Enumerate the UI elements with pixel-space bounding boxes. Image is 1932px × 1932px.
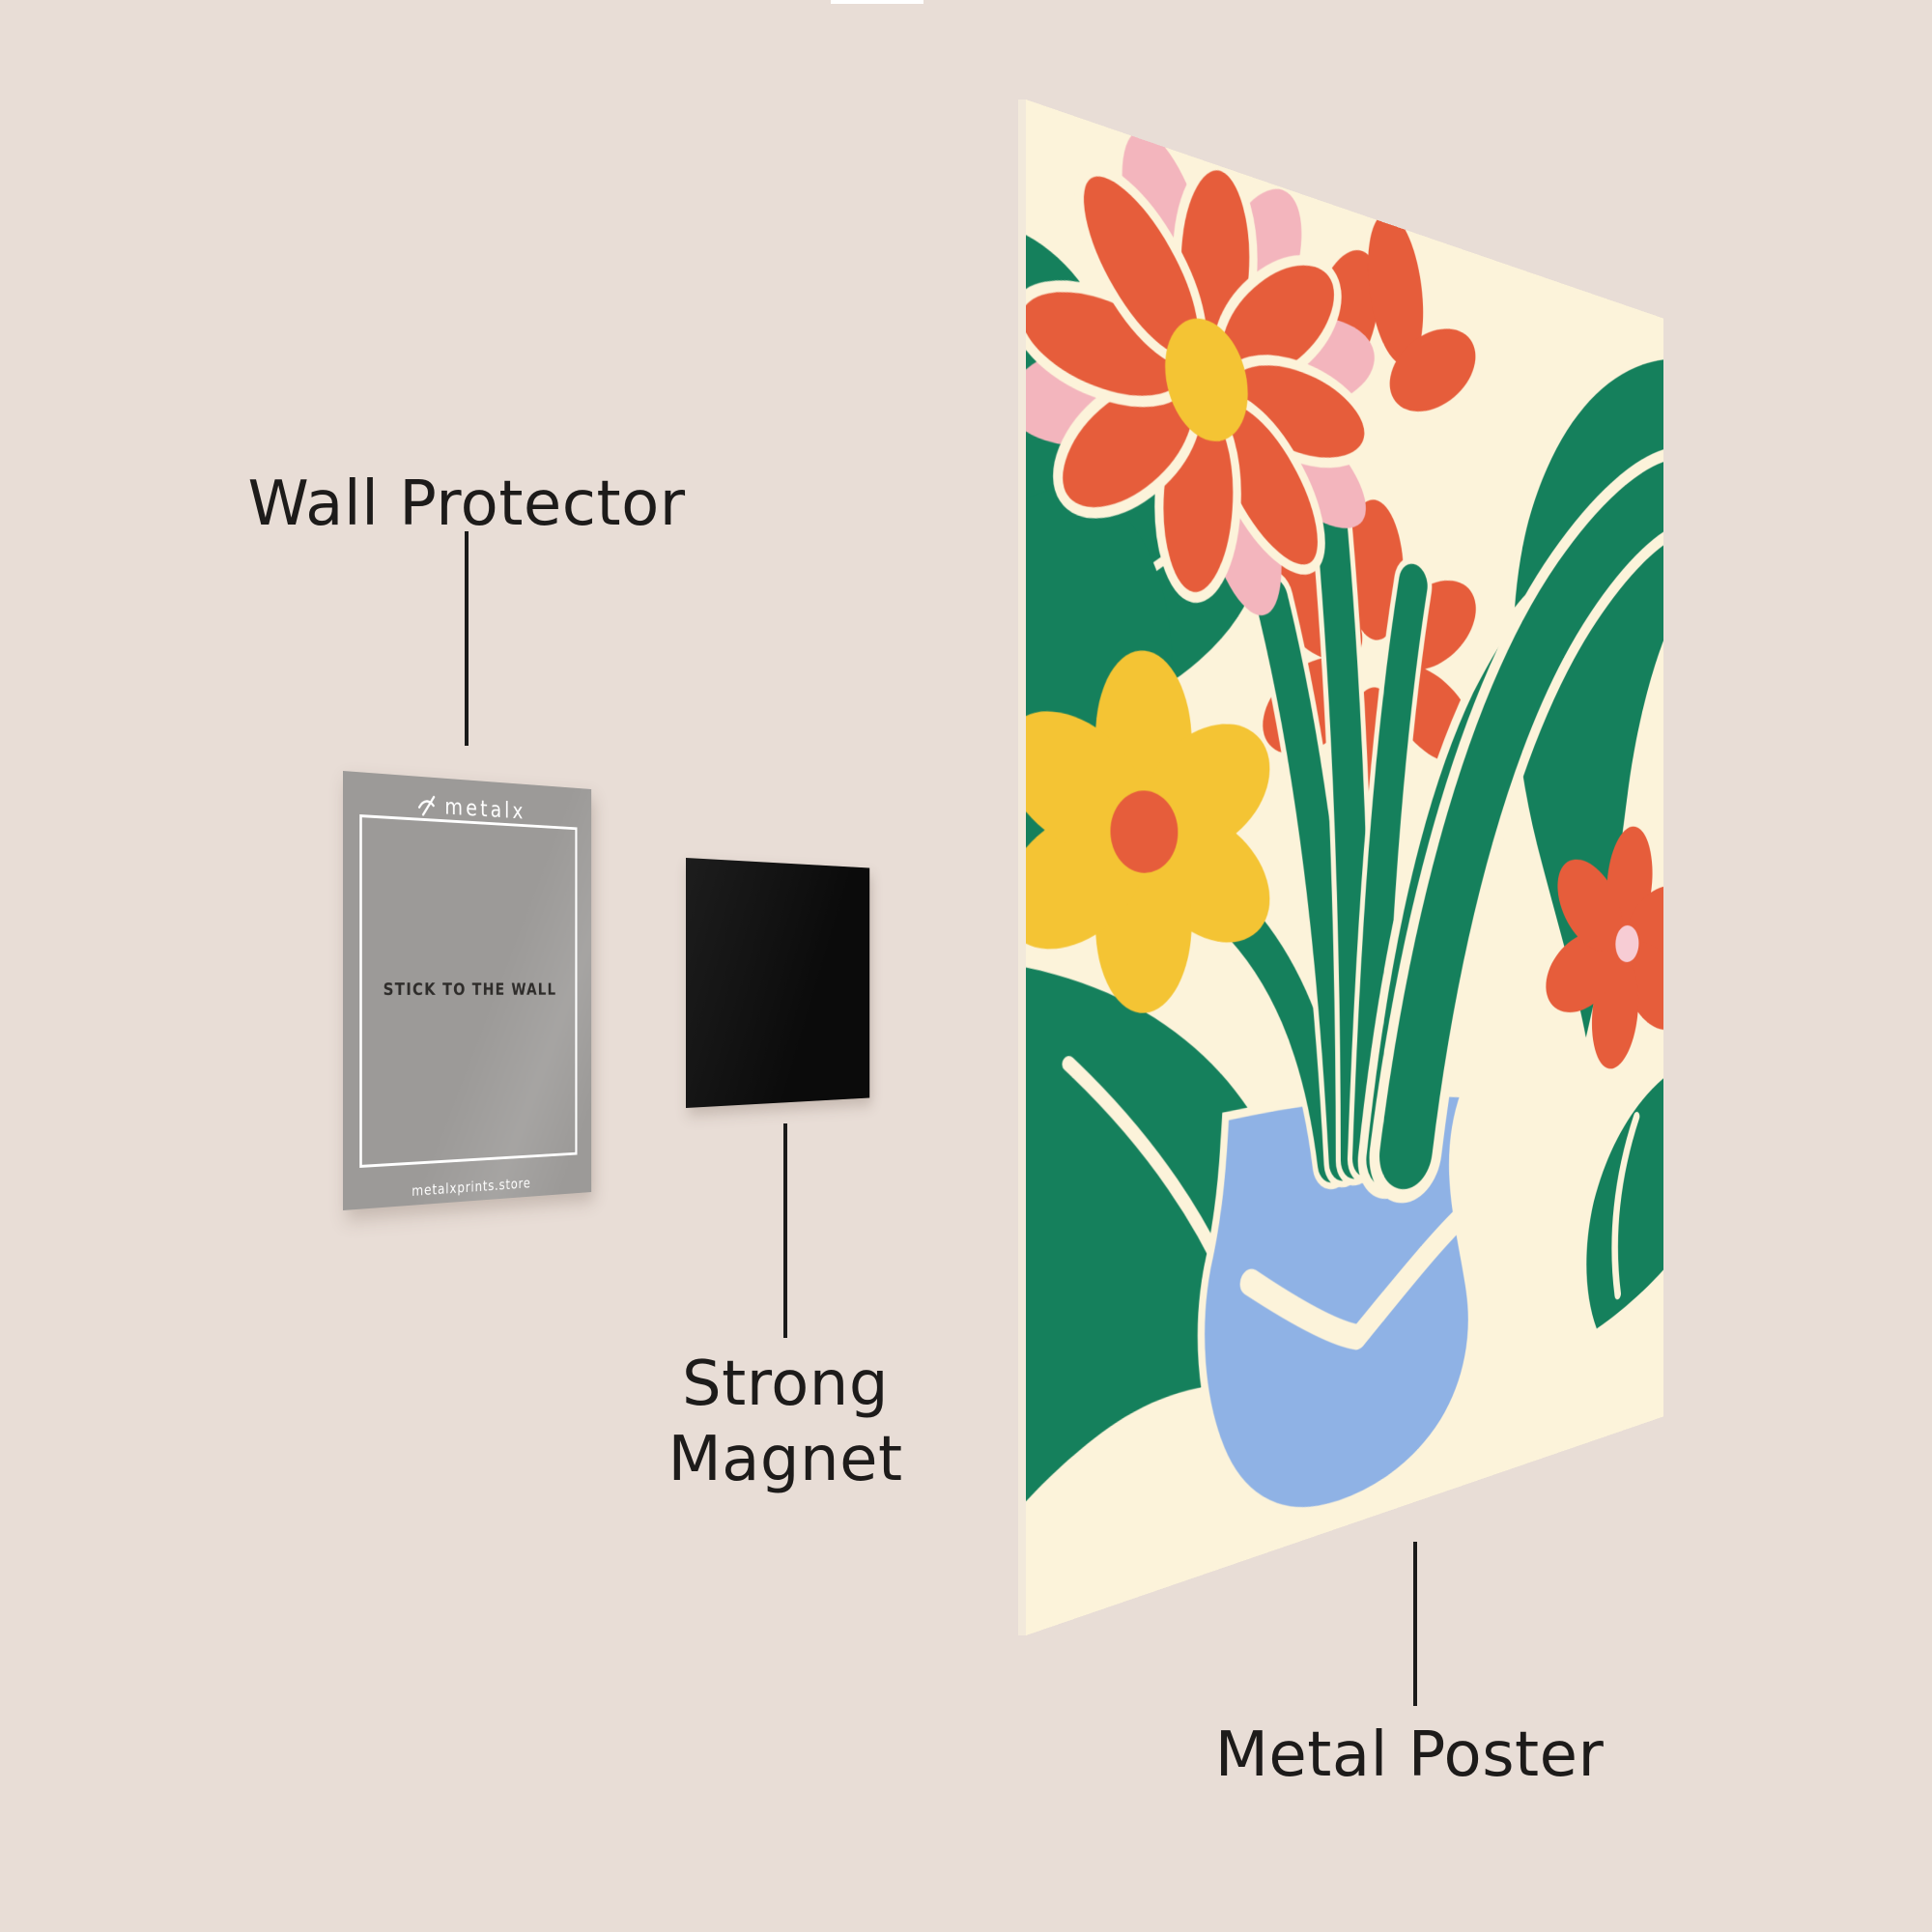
card-stick-to-wall-text: STICK TO THE WALL — [383, 980, 557, 1000]
metal-poster-label: Metal Poster — [1214, 1719, 1605, 1791]
metal-poster — [1026, 99, 1664, 1635]
wall-protector-label: Wall Protector — [247, 469, 686, 540]
wall-protector-connector-line — [465, 531, 469, 746]
strong-magnet-label-line1: Strong — [682, 1349, 889, 1420]
strong-magnet-label: Strong Magnet — [668, 1347, 902, 1497]
wall-protector-card: metalx STICK TO THE WALL metalxprints.st… — [343, 771, 592, 1210]
yellow-flower-center — [1110, 789, 1179, 873]
blue-vase — [1201, 1082, 1470, 1550]
metalx-logo-icon — [417, 792, 438, 818]
bottom-left-leaf — [1026, 951, 1341, 1513]
poster-side-edge — [1018, 99, 1027, 1635]
orange-petals — [1026, 99, 1371, 624]
big-orange-flower — [1026, 99, 1383, 643]
metal-poster-connector-line — [1413, 1542, 1417, 1706]
strong-magnet-label-line2: Magnet — [668, 1424, 903, 1495]
strong-magnet-square — [686, 858, 870, 1108]
strong-magnet-connector-line — [783, 1123, 787, 1338]
poster-art — [1026, 99, 1664, 1635]
top-edge-artifact — [831, 0, 923, 4]
